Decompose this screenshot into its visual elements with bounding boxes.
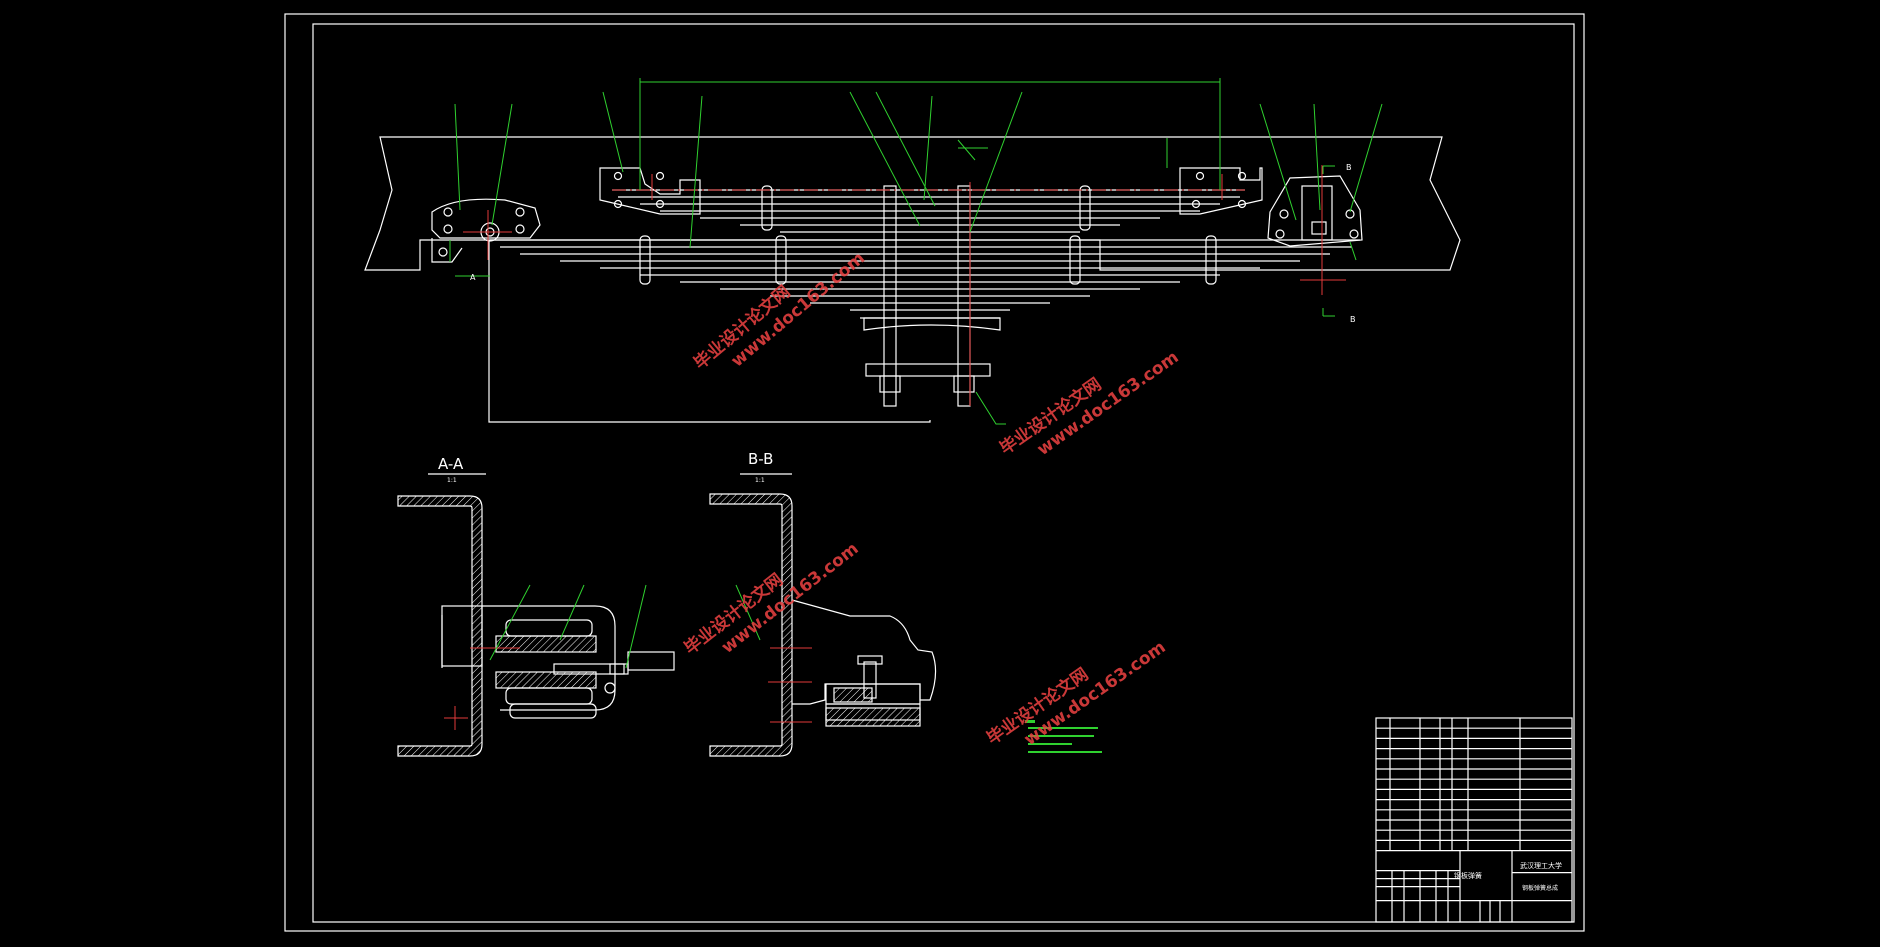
main-view-leaf-spring — [364, 78, 1461, 425]
section-aa-title: A-A — [438, 455, 464, 473]
title-block-drawing-title: 钢板弹簧总成 — [1522, 884, 1558, 892]
title-block-school: 武汉理工大学 — [1520, 861, 1562, 870]
view-marker-b-bottom: B — [1350, 315, 1356, 324]
outer-frame — [284, 13, 1585, 932]
watermark-2: 毕业设计论文网 www.doc163.com — [996, 347, 1183, 460]
section-bb-view — [709, 493, 937, 757]
watermark-4: 毕业设计论文网 www.doc163.com — [983, 637, 1170, 750]
section-bb-scale: 1:1 — [755, 477, 765, 484]
section-bb-title: B-B — [748, 450, 773, 468]
view-marker-a-top: A — [470, 273, 476, 282]
inner-frame — [312, 23, 1575, 923]
view-marker-b-top: B — [1346, 163, 1352, 172]
section-aa-view — [397, 495, 675, 757]
section-aa-scale: 1:1 — [447, 477, 457, 484]
technical-notes — [1025, 720, 1102, 753]
title-block-title: 钢板弹簧 — [1454, 871, 1482, 880]
watermark-3: 毕业设计论文网 www.doc163.com — [680, 539, 862, 659]
parts-list-table — [1375, 717, 1573, 923]
